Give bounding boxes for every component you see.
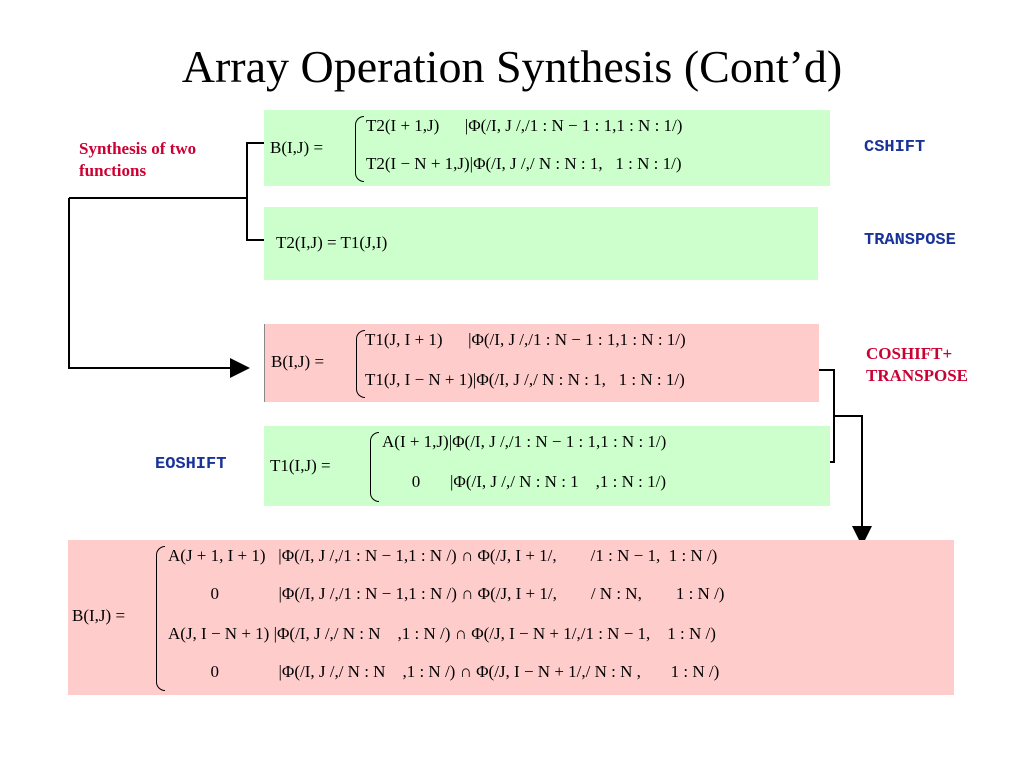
synthesis-bracket (246, 142, 264, 241)
final-brace (156, 546, 165, 691)
transpose-equation: T2(I,J) = T1(J,I) (276, 233, 388, 252)
final-row-4: 0 |Φ(/I, J /,/ N : N ,1 : N /) ∩ Φ(/J, I… (168, 662, 720, 681)
coshift-transpose-label: COSHIFT+ TRANSPOSE (866, 344, 969, 385)
eoshift-lhs: T1(I,J) = (270, 456, 331, 475)
cshift-row-2: T2(I − N + 1,J)|Φ(/I, J /,/ N : N : 1, 1… (366, 154, 682, 173)
final-row-1: A(J + 1, I + 1) |Φ(/I, J /,/1 : N − 1,1 … (168, 546, 718, 565)
cshift-lhs: B(I,J) = (270, 138, 324, 157)
eoshift-row-2: 0 |Φ(/I, J /,/ N : N : 1 ,1 : N : 1/) (382, 472, 667, 491)
transpose-equation-box: T2(I,J) = T1(J,I) (264, 207, 818, 280)
coshift-transpose-row-2: T1(J, I − N + 1)|Φ(/I, J /,/ N : N : 1, … (365, 370, 685, 389)
eoshift-label: EOSHIFT (155, 455, 227, 474)
cshift-equation-box: B(I,J) = T2(I + 1,J) |Φ(/I, J /,/1 : N −… (264, 110, 830, 186)
synthesis-note: Synthesis of two functions (79, 139, 197, 180)
coshift-transpose-lhs: B(I,J) = (271, 352, 325, 371)
final-row-3: A(J, I − N + 1) |Φ(/I, J /,/ N : N ,1 : … (168, 624, 716, 643)
coshift-transpose-row-1: T1(J, I + 1) |Φ(/I, J /,/1 : N − 1 : 1,1… (365, 330, 686, 349)
composition-arrow (834, 415, 872, 546)
final-row-2: 0 |Φ(/I, J /,/1 : N − 1,1 : N /) ∩ Φ(/J,… (168, 584, 725, 603)
transpose-label: TRANSPOSE (864, 231, 956, 250)
eoshift-row-1: A(I + 1,J)|Φ(/I, J /,/1 : N − 1 : 1,1 : … (382, 432, 667, 451)
cshift-row-1: T2(I + 1,J) |Φ(/I, J /,/1 : N − 1 : 1,1 … (366, 116, 683, 135)
cshift-label: CSHIFT (864, 138, 926, 157)
synthesis-arrow (68, 198, 250, 378)
coshift-transpose-brace (356, 330, 365, 398)
cshift-brace (355, 116, 364, 182)
final-lhs: B(I,J) = (72, 606, 126, 625)
final-equation-box: B(I,J) = A(J + 1, I + 1) |Φ(/I, J /,/1 :… (68, 540, 954, 695)
eoshift-brace (370, 432, 379, 502)
eoshift-equation-box: T1(I,J) = A(I + 1,J)|Φ(/I, J /,/1 : N − … (264, 426, 830, 506)
slide-title: Array Operation Synthesis (Cont’d) (181, 41, 843, 92)
coshift-transpose-equation-box: B(I,J) = T1(J, I + 1) |Φ(/I, J /,/1 : N … (264, 324, 819, 402)
